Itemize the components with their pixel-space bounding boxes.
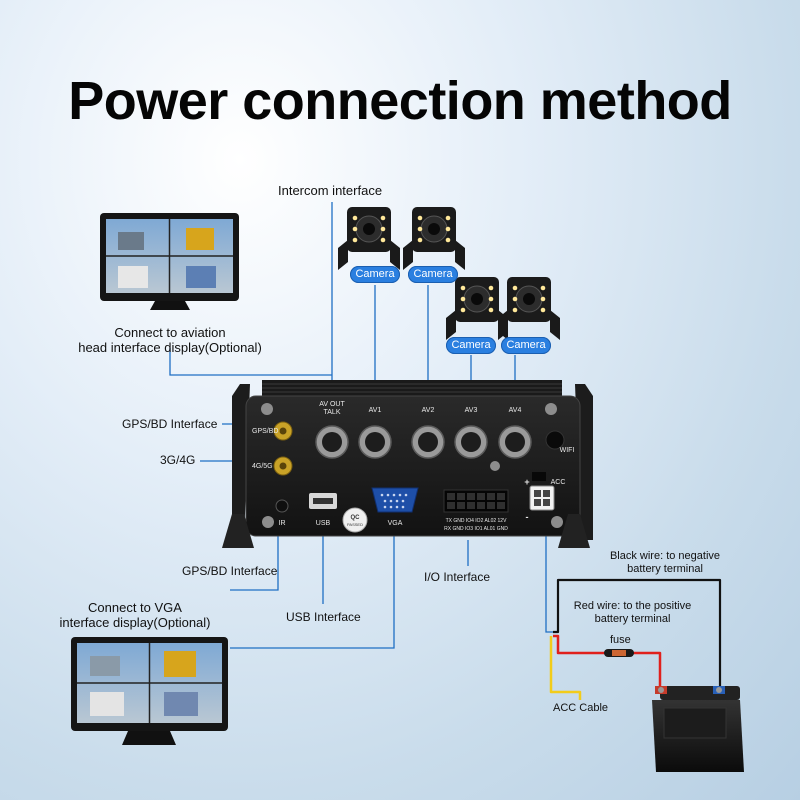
camera-4-icon bbox=[498, 277, 560, 340]
red-wire-b bbox=[632, 651, 662, 688]
black-wire-label: Black wire: to negative battery terminal bbox=[590, 550, 740, 576]
dvr-minus: - bbox=[526, 512, 529, 522]
camera-4-label: Camera bbox=[501, 337, 551, 354]
aviation-monitor bbox=[100, 213, 239, 310]
dvr-av1: AV1 bbox=[369, 407, 382, 414]
red-wire-label-line1: Red wire: to the positive bbox=[573, 600, 692, 612]
dvr-usb: USB bbox=[316, 520, 331, 527]
vga-label-line2: interface display(Optional) bbox=[59, 615, 211, 630]
vga-monitor bbox=[71, 637, 228, 745]
camera-1-label: Camera bbox=[350, 266, 400, 283]
dvr-av-out: AV OUT bbox=[319, 401, 345, 408]
dvr-4g5g: 4G/5G bbox=[252, 463, 273, 470]
intercom-label: Intercom interface bbox=[278, 183, 383, 198]
dvr-av4: AV4 bbox=[509, 407, 522, 414]
dvr-plus: + bbox=[524, 477, 529, 487]
red-wire-label: Red wire: to the positive battery termin… bbox=[560, 600, 705, 626]
gps-bd-label: GPS/BD Interface bbox=[122, 417, 218, 431]
camera-3-label: Camera bbox=[446, 337, 496, 354]
vga-label: Connect to VGA interface display(Optiona… bbox=[45, 600, 225, 630]
qc-passed-text: PASSED bbox=[347, 522, 363, 527]
battery-icon bbox=[652, 686, 744, 772]
acc-yellow-wire bbox=[549, 636, 582, 700]
dvr-wifi: WIFI bbox=[560, 447, 575, 454]
black-wire bbox=[553, 578, 722, 690]
leader-aviation bbox=[169, 348, 332, 376]
aviation-label-line1: Connect to aviation bbox=[114, 325, 226, 340]
black-wire-label-line2: battery terminal bbox=[627, 563, 703, 575]
dvr-talk: TALK bbox=[324, 409, 341, 416]
dvr-acc: ACC bbox=[551, 479, 566, 486]
page-title: Power connection method bbox=[68, 71, 732, 131]
dvr-face-text: AV OUT TALK AV1 AV2 AV3 AV4 GPS/BD 4G/5G… bbox=[252, 401, 574, 532]
red-wire-a bbox=[553, 634, 612, 655]
usb-interface-label: USB Interface bbox=[286, 610, 361, 624]
acc-cable-label: ACC Cable bbox=[553, 702, 609, 714]
dvr-av2: AV2 bbox=[422, 407, 435, 414]
leader-acc bbox=[545, 512, 553, 633]
red-wire-label-line2: battery terminal bbox=[594, 613, 671, 625]
dvr-unit bbox=[222, 380, 593, 548]
dvr-ir: IR bbox=[279, 520, 286, 527]
aviation-label: Connect to aviation head interface displ… bbox=[60, 325, 280, 355]
camera-1-icon bbox=[338, 207, 400, 270]
qc-text: QC bbox=[351, 515, 361, 521]
camera-2-icon bbox=[403, 207, 465, 270]
3g4g-label: 3G/4G bbox=[160, 453, 196, 467]
aviation-label-line2: head interface display(Optional) bbox=[78, 340, 262, 355]
power-wires bbox=[549, 578, 722, 700]
leader-ir bbox=[230, 532, 279, 591]
fuse-label: fuse bbox=[610, 634, 631, 646]
io-row-2: RX GND IO3 IO1 AL01 GND bbox=[444, 526, 508, 532]
io-row-1: TX GND IO4 IO2 AL02 12V bbox=[446, 518, 508, 524]
black-wire-label-line1: Black wire: to negative bbox=[609, 550, 721, 562]
leader-vga bbox=[230, 514, 395, 649]
gps-bd-ir-label: GPS/BD Interface bbox=[182, 564, 278, 578]
fuse-icon bbox=[604, 649, 634, 657]
dvr-vga: VGA bbox=[388, 520, 403, 527]
io-interface-label: I/O Interface bbox=[424, 570, 491, 584]
camera-2-label: Camera bbox=[408, 266, 458, 283]
dvr-av3: AV3 bbox=[465, 407, 478, 414]
dvr-gps-bd: GPS/BD bbox=[252, 428, 278, 435]
vga-label-line1: Connect to VGA bbox=[88, 600, 182, 615]
